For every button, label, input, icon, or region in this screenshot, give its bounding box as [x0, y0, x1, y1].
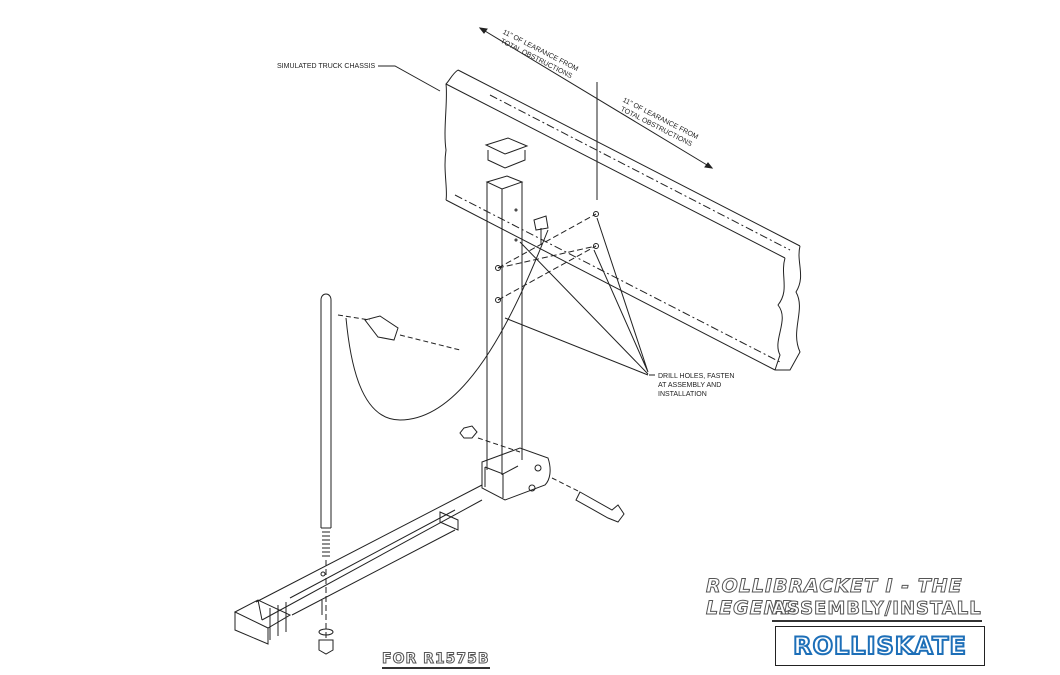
- model-label: FOR R1575B: [382, 651, 490, 669]
- base-bracket: [233, 447, 551, 645]
- drill-note-line2: AT ASSEMBLY AND: [658, 382, 722, 389]
- upright-tube: [484, 137, 529, 475]
- drill-note-line1: DRILL HOLES, FASTEN: [658, 373, 735, 380]
- product-title: ROLLIBRACKET I - THE LEGEND: [706, 575, 963, 620]
- drawing-subtitle: ASSEMBLY/INSTALL: [772, 598, 982, 622]
- drill-note-line3: INSTALLATION: [658, 391, 707, 398]
- drill-holes-note: DRILL HOLES, FASTEN AT ASSEMBLY AND INST…: [658, 372, 734, 399]
- safety-cable: [345, 229, 549, 421]
- lock-rod: [318, 293, 461, 655]
- fasteners: [459, 211, 655, 523]
- clearance-dimensions: [478, 27, 714, 200]
- rolliskate-logo: ROLLISKATE: [775, 626, 985, 666]
- chassis-label: SIMULATED TRUCK CHASSIS: [277, 63, 376, 70]
- logo-text: ROLLISKATE: [792, 631, 967, 661]
